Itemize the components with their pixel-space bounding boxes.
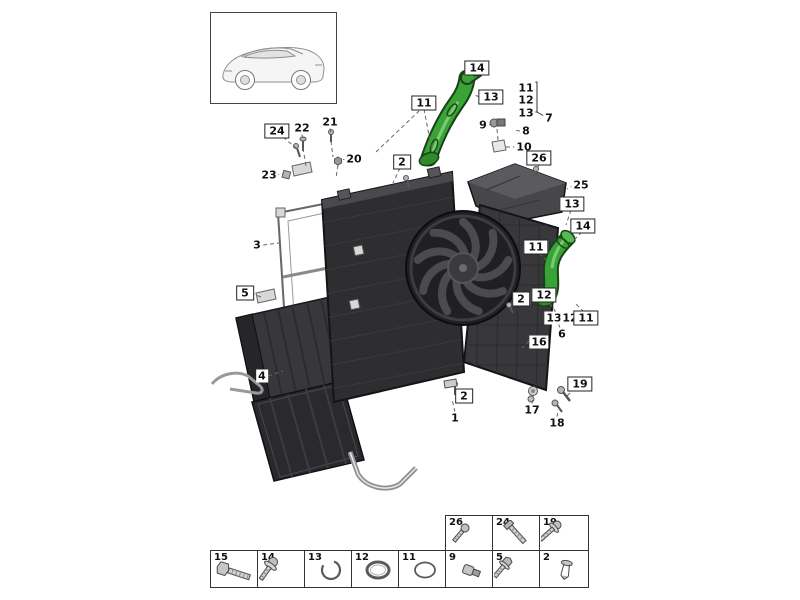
- callout-19[interactable]: 19: [567, 376, 593, 392]
- callout-11[interactable]: 11: [411, 95, 437, 111]
- callout-14[interactable]: 14: [570, 218, 596, 234]
- legend-cell-2[interactable]: 2: [539, 550, 589, 588]
- callout-21[interactable]: 21: [320, 115, 340, 129]
- legend-cell-5[interactable]: 5: [492, 550, 542, 588]
- screw-2-frame: [403, 175, 410, 189]
- callout-24[interactable]: 24: [264, 123, 290, 139]
- callout-2[interactable]: 2: [512, 291, 530, 307]
- bracket-1: [443, 378, 458, 389]
- legend-cell-number: 26: [449, 517, 463, 528]
- callout-6[interactable]: 6: [556, 327, 568, 341]
- long-screw-icon: [541, 520, 562, 542]
- callout-13[interactable]: 13: [559, 196, 585, 212]
- legend-cell-14[interactable]: 14: [257, 550, 307, 588]
- legend-cell-9[interactable]: 9: [445, 550, 495, 588]
- callout-13[interactable]: 13: [478, 89, 504, 105]
- legend-cell-number: 2: [543, 552, 550, 563]
- callout-16[interactable]: 16: [529, 335, 549, 349]
- legend-cell-24[interactable]: 24: [492, 515, 542, 553]
- callout-8[interactable]: 8: [520, 124, 532, 138]
- hex-bolt-icon: [216, 561, 251, 581]
- callout-2[interactable]: 2: [393, 154, 411, 170]
- small-screw-icon: [451, 523, 470, 543]
- nut-20: [334, 156, 342, 166]
- callout-26[interactable]: 26: [526, 150, 552, 166]
- legend-cell-number: 5: [496, 552, 503, 563]
- callout-20[interactable]: 20: [344, 152, 364, 166]
- seal-ring-icon: [365, 560, 391, 580]
- flange-bolt-icon: [494, 556, 513, 579]
- legend-cell-13[interactable]: 13: [304, 550, 354, 588]
- legend-cell-number: 12: [355, 552, 369, 563]
- screw-24: [293, 143, 301, 158]
- mount-bracket: [255, 288, 277, 304]
- cooling-fan: [405, 210, 521, 326]
- clip-23: [281, 161, 313, 180]
- callout-13[interactable]: 13: [544, 311, 564, 325]
- o-ring-icon: [414, 561, 436, 579]
- legend-cell-11[interactable]: 11: [398, 550, 448, 588]
- expansion-clip-icon: [560, 559, 573, 580]
- callout-14[interactable]: 14: [464, 60, 490, 76]
- screw-2-shroud: [506, 302, 514, 314]
- callout-11[interactable]: 11: [523, 239, 549, 255]
- callout-13[interactable]: 13: [516, 106, 536, 120]
- retaining-clip-icon: [320, 559, 342, 581]
- legend-cell-12[interactable]: 12: [351, 550, 401, 588]
- legend-cell-number: 19: [543, 517, 557, 528]
- plug-icon: [462, 564, 482, 578]
- legend-cell-number: 15: [214, 552, 228, 563]
- legend-cell-26[interactable]: 26: [445, 515, 495, 553]
- coolant-hose-upper: [418, 63, 484, 167]
- legend-cell-number: 13: [308, 552, 322, 563]
- long-bolt-icon: [502, 520, 527, 545]
- air-guide-duct: [467, 163, 567, 223]
- legend-cell-19[interactable]: 19: [539, 515, 589, 553]
- callout-22[interactable]: 22: [292, 121, 312, 135]
- callout-3[interactable]: 3: [251, 238, 263, 252]
- callout-9[interactable]: 9: [477, 118, 489, 132]
- callout-7[interactable]: 7: [543, 111, 555, 125]
- bolt-19: [557, 386, 571, 402]
- callout-11[interactable]: 11: [573, 310, 599, 326]
- callout-11[interactable]: 11: [516, 81, 536, 95]
- callout-12[interactable]: 12: [531, 287, 557, 303]
- legend-cell-number: 14: [261, 552, 275, 563]
- callout-18[interactable]: 18: [547, 416, 567, 430]
- vehicle-silhouette-icon: [222, 47, 325, 90]
- sensor: [489, 118, 506, 128]
- bottom-radiator: [210, 371, 418, 491]
- sensor-bracket: [491, 139, 507, 153]
- callout-12[interactable]: 12: [516, 93, 536, 107]
- callout-10[interactable]: 10: [514, 140, 534, 154]
- screw-26: [533, 166, 539, 179]
- vehicle-inset-box: [210, 12, 337, 104]
- legend-cell-number: 9: [449, 552, 456, 563]
- legend-cell-number: 24: [496, 517, 510, 528]
- screw-washer-icon: [259, 557, 278, 582]
- callout-4[interactable]: 4: [256, 369, 268, 383]
- grommet-17: [527, 386, 538, 403]
- legend-cell-number: 11: [402, 552, 416, 563]
- screw-21: [328, 129, 334, 142]
- legend-cell-15[interactable]: 15: [210, 550, 260, 588]
- callout-17[interactable]: 17: [522, 403, 542, 417]
- callout-5[interactable]: 5: [236, 285, 254, 301]
- callout-23[interactable]: 23: [259, 168, 279, 182]
- callout-25[interactable]: 25: [571, 178, 591, 192]
- screw-18: [551, 399, 563, 413]
- callout-1[interactable]: 1: [449, 411, 461, 425]
- hose-bracket: [210, 371, 264, 395]
- callout-2[interactable]: 2: [455, 388, 473, 404]
